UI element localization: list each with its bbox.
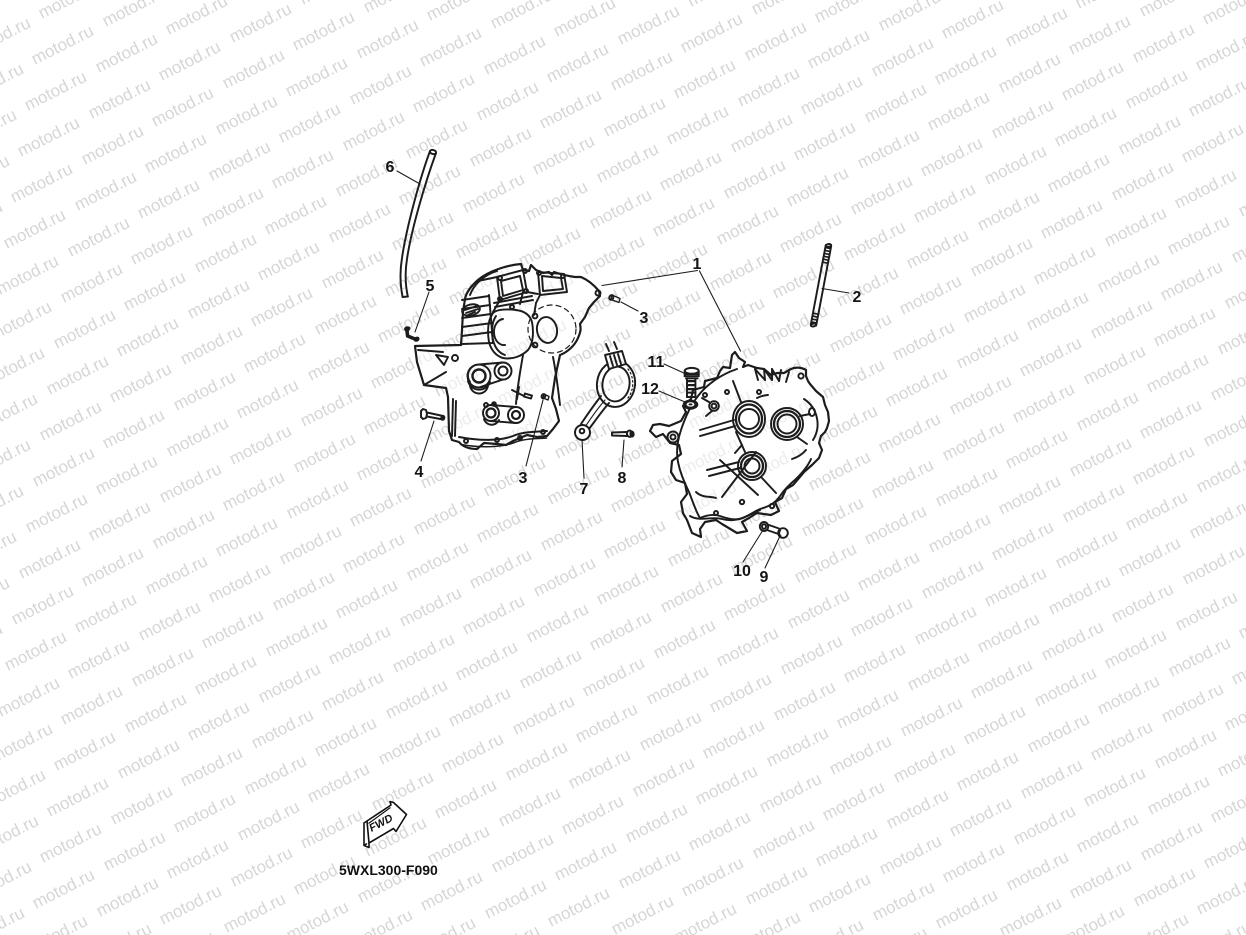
svg-text:7: 7 [580, 481, 589, 498]
svg-text:12: 12 [641, 381, 659, 398]
svg-text:9: 9 [760, 569, 769, 586]
svg-text:4: 4 [415, 464, 424, 481]
svg-text:8: 8 [618, 470, 627, 487]
svg-text:6: 6 [386, 159, 395, 176]
svg-text:3: 3 [640, 310, 649, 327]
svg-text:5WXL300-F090: 5WXL300-F090 [339, 862, 438, 878]
svg-text:3: 3 [519, 470, 528, 487]
svg-text:10: 10 [733, 563, 751, 580]
svg-text:5: 5 [426, 278, 435, 295]
svg-text:11: 11 [648, 354, 665, 371]
svg-text:2: 2 [853, 289, 862, 306]
svg-text:1: 1 [693, 256, 702, 273]
